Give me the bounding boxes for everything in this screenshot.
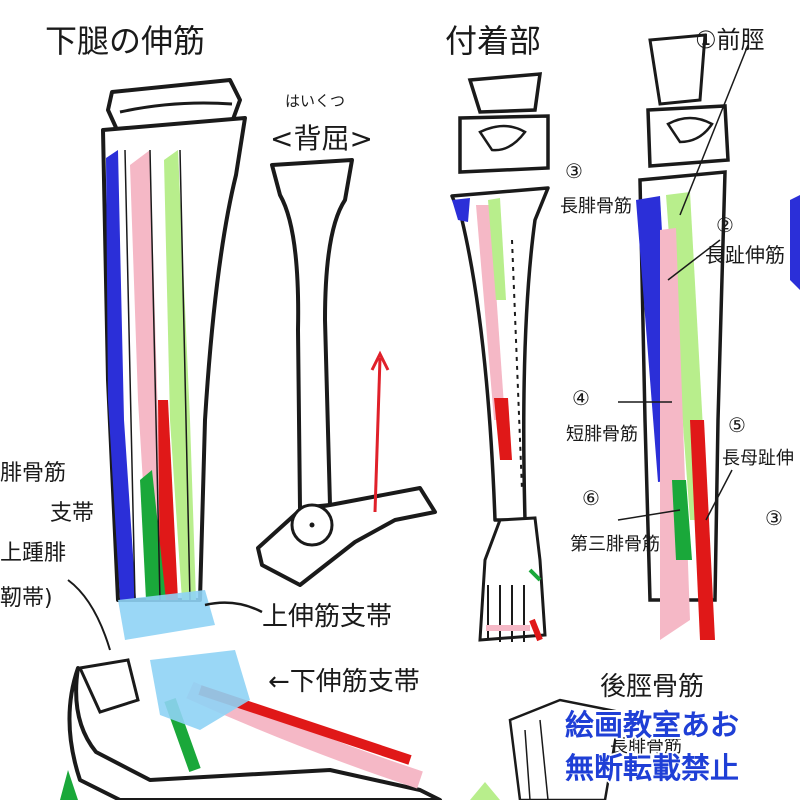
bottom-bone [508, 698, 622, 800]
title-attachment: 付着部 [445, 22, 541, 60]
m1-leader [679, 44, 749, 216]
retinaculum-left-1: 腓骨筋 [0, 461, 66, 486]
shaft-lines [124, 149, 191, 601]
m6-label: 第三腓骨筋 [570, 534, 660, 555]
attach-tibialis [488, 198, 506, 300]
watermark-line-1: 絵画教室あお [565, 708, 739, 742]
attach-toes [487, 585, 525, 642]
right-hallucis [690, 420, 715, 640]
m5-leader [705, 469, 733, 521]
foot-outline [67, 666, 442, 800]
attach-peroneus [452, 198, 470, 222]
retinaculum-pointer-line [67, 579, 111, 651]
tibialis-posterior-label: 後脛骨筋 [600, 672, 704, 702]
retinaculum-left-4: 靭帯) [0, 586, 53, 611]
right-far-peroneus [790, 195, 800, 290]
inferior-retinaculum-label: ←下伸筋支帯 [268, 667, 420, 697]
superior-retinaculum-leader [204, 601, 263, 614]
m2-leader [667, 239, 721, 281]
bottom-bone-lines [524, 719, 549, 800]
extensor-hallucis-muscle [158, 400, 178, 600]
left-leg-figure [67, 78, 442, 800]
superior-retinaculum-label: 上伸筋支帯 [262, 602, 392, 632]
attach-toe-green [528, 568, 542, 582]
retinaculum-left-3: 上踵腓 [0, 541, 66, 566]
m4-number: ④ [572, 386, 590, 410]
right-tertius [672, 480, 692, 560]
dorsiflex-arrow-head [370, 350, 390, 371]
dorsiflex-arrow [373, 357, 382, 513]
dorsiflex-furigana: はいくつ [285, 92, 345, 110]
retinaculum-left-2: 支帯 [50, 501, 94, 526]
superior-extensor-retinaculum [118, 590, 215, 640]
m3b-number: ③ [765, 506, 783, 530]
heel-bone [77, 658, 140, 714]
bottom-blue [60, 770, 78, 800]
bottom-green [470, 782, 500, 800]
m4-label: 短腓骨筋 [566, 424, 638, 445]
inferior-extensor-retinaculum [150, 650, 250, 730]
attach-hallucis [494, 398, 512, 460]
watermark-line-2: 無断転載禁止 [565, 751, 739, 785]
attach-digitorum [476, 205, 505, 420]
ankle-joint-center [309, 522, 315, 528]
m2-label: 長趾伸筋 [705, 243, 785, 267]
attach-patella-inner [478, 124, 527, 152]
m1-label: ①前脛 [695, 26, 765, 54]
m5-number: ⑤ [728, 413, 746, 437]
m3-number: ③ [565, 159, 583, 183]
attach-femur [467, 72, 543, 114]
dorsiflexion-figure [256, 158, 437, 587]
dorsiflexion-bone [270, 158, 354, 510]
attach-dashed-line [511, 239, 523, 491]
m6-leader [617, 509, 681, 521]
peroneus-muscle [106, 150, 136, 600]
dorsiflexion-foot [256, 486, 437, 587]
bottom-partial-label: 長腓骨筋 [610, 736, 682, 757]
m6-number: ⑥ [582, 486, 600, 510]
bottom-right-figure [60, 698, 622, 800]
m3-label: 長腓骨筋 [560, 196, 632, 217]
m5-label: 長母趾伸 [722, 448, 794, 469]
labels: 下腿の伸筋 付着部 はいくつ <背屈> ①前脛 ② 長趾伸筋 ③ 長腓骨筋 ④ … [0, 22, 794, 787]
title-lower-leg-extensors: 下腿の伸筋 [45, 22, 205, 60]
attach-toe-red [529, 618, 543, 642]
attach-foot [478, 516, 547, 642]
attachment-figure [450, 72, 550, 642]
tibia-plateau [119, 101, 233, 114]
right-femur [648, 33, 707, 106]
numbered-figure [617, 33, 800, 640]
dorsiflex-label: <背屈> [270, 122, 373, 155]
m2-number: ② [716, 213, 734, 237]
right-patella-inner [666, 116, 714, 144]
